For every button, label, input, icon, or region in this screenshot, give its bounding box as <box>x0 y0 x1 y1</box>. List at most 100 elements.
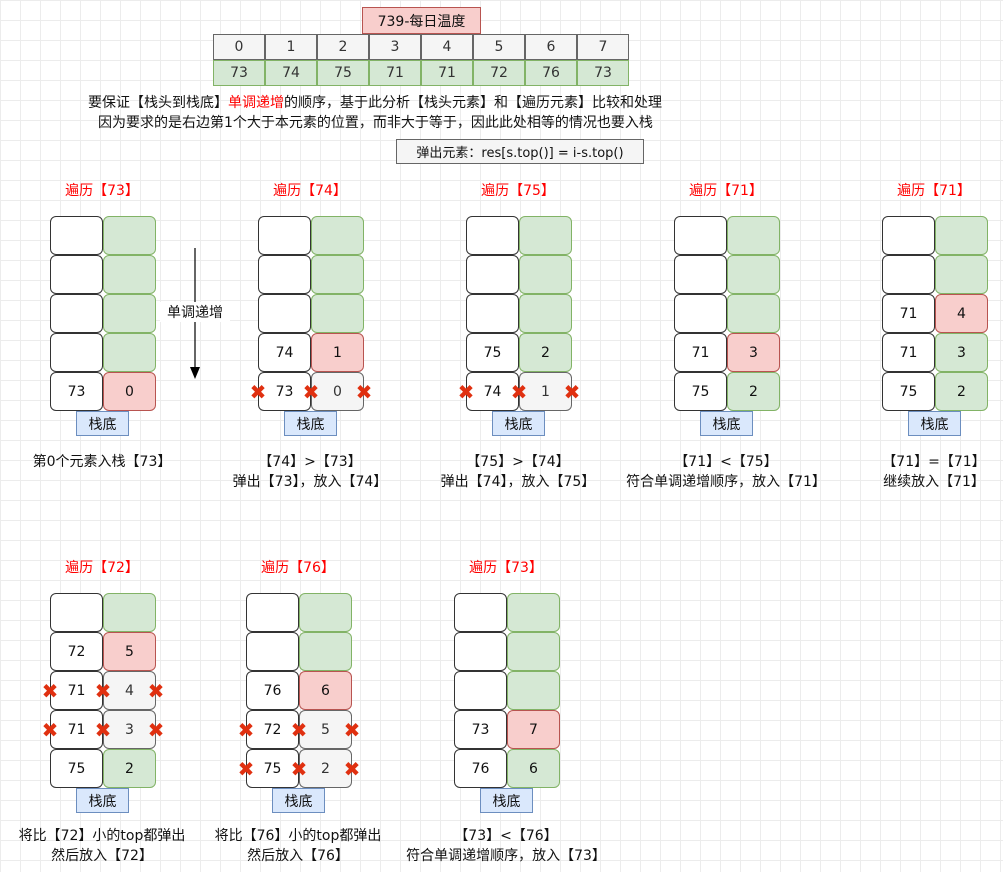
empty-value-cell <box>246 593 299 632</box>
empty-value-cell <box>50 216 103 255</box>
caption-line: 弹出【73】，放入【74】 <box>232 474 388 490</box>
pop-x-icon: ✖ <box>563 380 581 404</box>
stack-value-cell: 75 <box>466 333 519 372</box>
caption-line: 【71】=【71】 <box>882 454 986 470</box>
stack-value-cell: 71 <box>674 333 727 372</box>
empty-index-cell <box>519 216 572 255</box>
stack-value-cell: 75 <box>246 749 299 788</box>
caption-line: 将比【76】小的top都弹出 <box>214 828 382 844</box>
stack-heading: 遍历【71】 <box>897 183 971 199</box>
empty-value-cell <box>454 671 507 710</box>
pop-x-icon: ✖ <box>237 757 255 781</box>
stack-heading: 遍历【73】 <box>65 183 139 199</box>
stack-value-cell: 71 <box>882 333 935 372</box>
temperature-cell: 76 <box>525 60 577 86</box>
temperature-cell: 73 <box>213 60 265 86</box>
empty-value-cell <box>466 255 519 294</box>
pop-x-icon: ✖ <box>290 757 308 781</box>
stack-index-cell: 1 <box>519 372 572 411</box>
empty-index-cell <box>103 333 156 372</box>
empty-value-cell <box>50 333 103 372</box>
stack-caption: 【74】>【73】弹出【73】，放入【74】 <box>200 452 420 492</box>
stack-value-cell: 73 <box>454 710 507 749</box>
caption-line: 弹出【74】，放入【75】 <box>440 474 596 490</box>
empty-value-cell <box>258 294 311 333</box>
arrow-label: 单调递增 <box>160 302 230 322</box>
description-line-2: 因为要求的是右边第1个大于本元素的位置，而非大于等于，因此此处相等的情况也要入栈 <box>98 115 653 131</box>
caption-line: 然后放入【76】 <box>247 848 349 864</box>
diagram-title: 739-每日温度 <box>362 7 481 34</box>
temperature-cell: 71 <box>421 60 473 86</box>
caption-line: 符合单调递增顺序，放入【71】 <box>626 474 826 490</box>
stack-value-cell: 73 <box>50 372 103 411</box>
pop-x-icon: ✖ <box>343 718 361 742</box>
caption-line: 然后放入【72】 <box>51 848 153 864</box>
caption-line: 符合单调递增顺序，放入【73】 <box>406 848 606 864</box>
empty-value-cell <box>454 632 507 671</box>
empty-index-cell <box>507 632 560 671</box>
empty-value-cell <box>246 632 299 671</box>
stack-base-label: 栈底 <box>908 411 961 436</box>
caption-line: 第0个元素入栈【73】 <box>32 454 172 470</box>
caption-line: 【75】>【74】 <box>466 454 570 470</box>
empty-index-cell <box>299 593 352 632</box>
stack-heading: 遍历【76】 <box>261 560 335 576</box>
empty-index-cell <box>311 216 364 255</box>
pop-x-icon: ✖ <box>147 679 165 703</box>
stack-heading: 遍历【72】 <box>65 560 139 576</box>
empty-value-cell <box>674 216 727 255</box>
stack-index-cell: 3 <box>727 333 780 372</box>
stack-index-cell: 3 <box>103 710 156 749</box>
pop-x-icon: ✖ <box>147 718 165 742</box>
stack-value-cell: 72 <box>246 710 299 749</box>
empty-value-cell <box>50 294 103 333</box>
empty-value-cell <box>50 593 103 632</box>
pop-x-icon: ✖ <box>41 679 59 703</box>
temperature-cell: 73 <box>577 60 629 86</box>
stack-index-cell: 0 <box>311 372 364 411</box>
stack-base-label: 栈底 <box>480 788 533 813</box>
caption-line: 将比【72】小的top都弹出 <box>18 828 186 844</box>
empty-index-cell <box>507 671 560 710</box>
stack-value-cell: 75 <box>882 372 935 411</box>
empty-index-cell <box>311 255 364 294</box>
stack-heading: 遍历【73】 <box>469 560 543 576</box>
index-cell: 5 <box>473 34 525 60</box>
temperature-cell: 74 <box>265 60 317 86</box>
pop-x-icon: ✖ <box>237 718 255 742</box>
stack-caption: 将比【72】小的top都弹出然后放入【72】 <box>0 826 212 866</box>
index-cell: 3 <box>369 34 421 60</box>
stack-value-cell: 74 <box>466 372 519 411</box>
caption-line: 【73】<【76】 <box>454 828 558 844</box>
pop-x-icon: ✖ <box>457 380 475 404</box>
empty-value-cell <box>674 294 727 333</box>
temperature-cell: 75 <box>317 60 369 86</box>
stack-index-cell: 2 <box>299 749 352 788</box>
pop-x-icon: ✖ <box>41 718 59 742</box>
index-cell: 7 <box>577 34 629 60</box>
empty-index-cell <box>299 632 352 671</box>
pop-x-icon: ✖ <box>290 718 308 742</box>
caption-line: 继续放入【71】 <box>883 474 985 490</box>
empty-index-cell <box>103 255 156 294</box>
empty-index-cell <box>103 216 156 255</box>
pop-x-icon: ✖ <box>249 380 267 404</box>
formula-box: 弹出元素：res[s.top()] = i-s.top() <box>396 139 644 164</box>
empty-index-cell <box>103 593 156 632</box>
stack-index-cell: 2 <box>935 372 988 411</box>
index-cell: 2 <box>317 34 369 60</box>
stack-caption: 【75】>【74】弹出【74】，放入【75】 <box>408 452 628 492</box>
empty-value-cell <box>50 255 103 294</box>
stack-base-label: 栈底 <box>700 411 753 436</box>
empty-index-cell <box>311 294 364 333</box>
stack-index-cell: 6 <box>299 671 352 710</box>
stack-base-label: 栈底 <box>284 411 337 436</box>
index-cell: 0 <box>213 34 265 60</box>
empty-value-cell <box>466 294 519 333</box>
empty-value-cell <box>258 255 311 294</box>
stack-caption: 将比【76】小的top都弹出然后放入【76】 <box>188 826 408 866</box>
empty-index-cell <box>727 294 780 333</box>
stack-value-cell: 74 <box>258 333 311 372</box>
stack-value-cell: 73 <box>258 372 311 411</box>
stack-value-cell: 75 <box>674 372 727 411</box>
